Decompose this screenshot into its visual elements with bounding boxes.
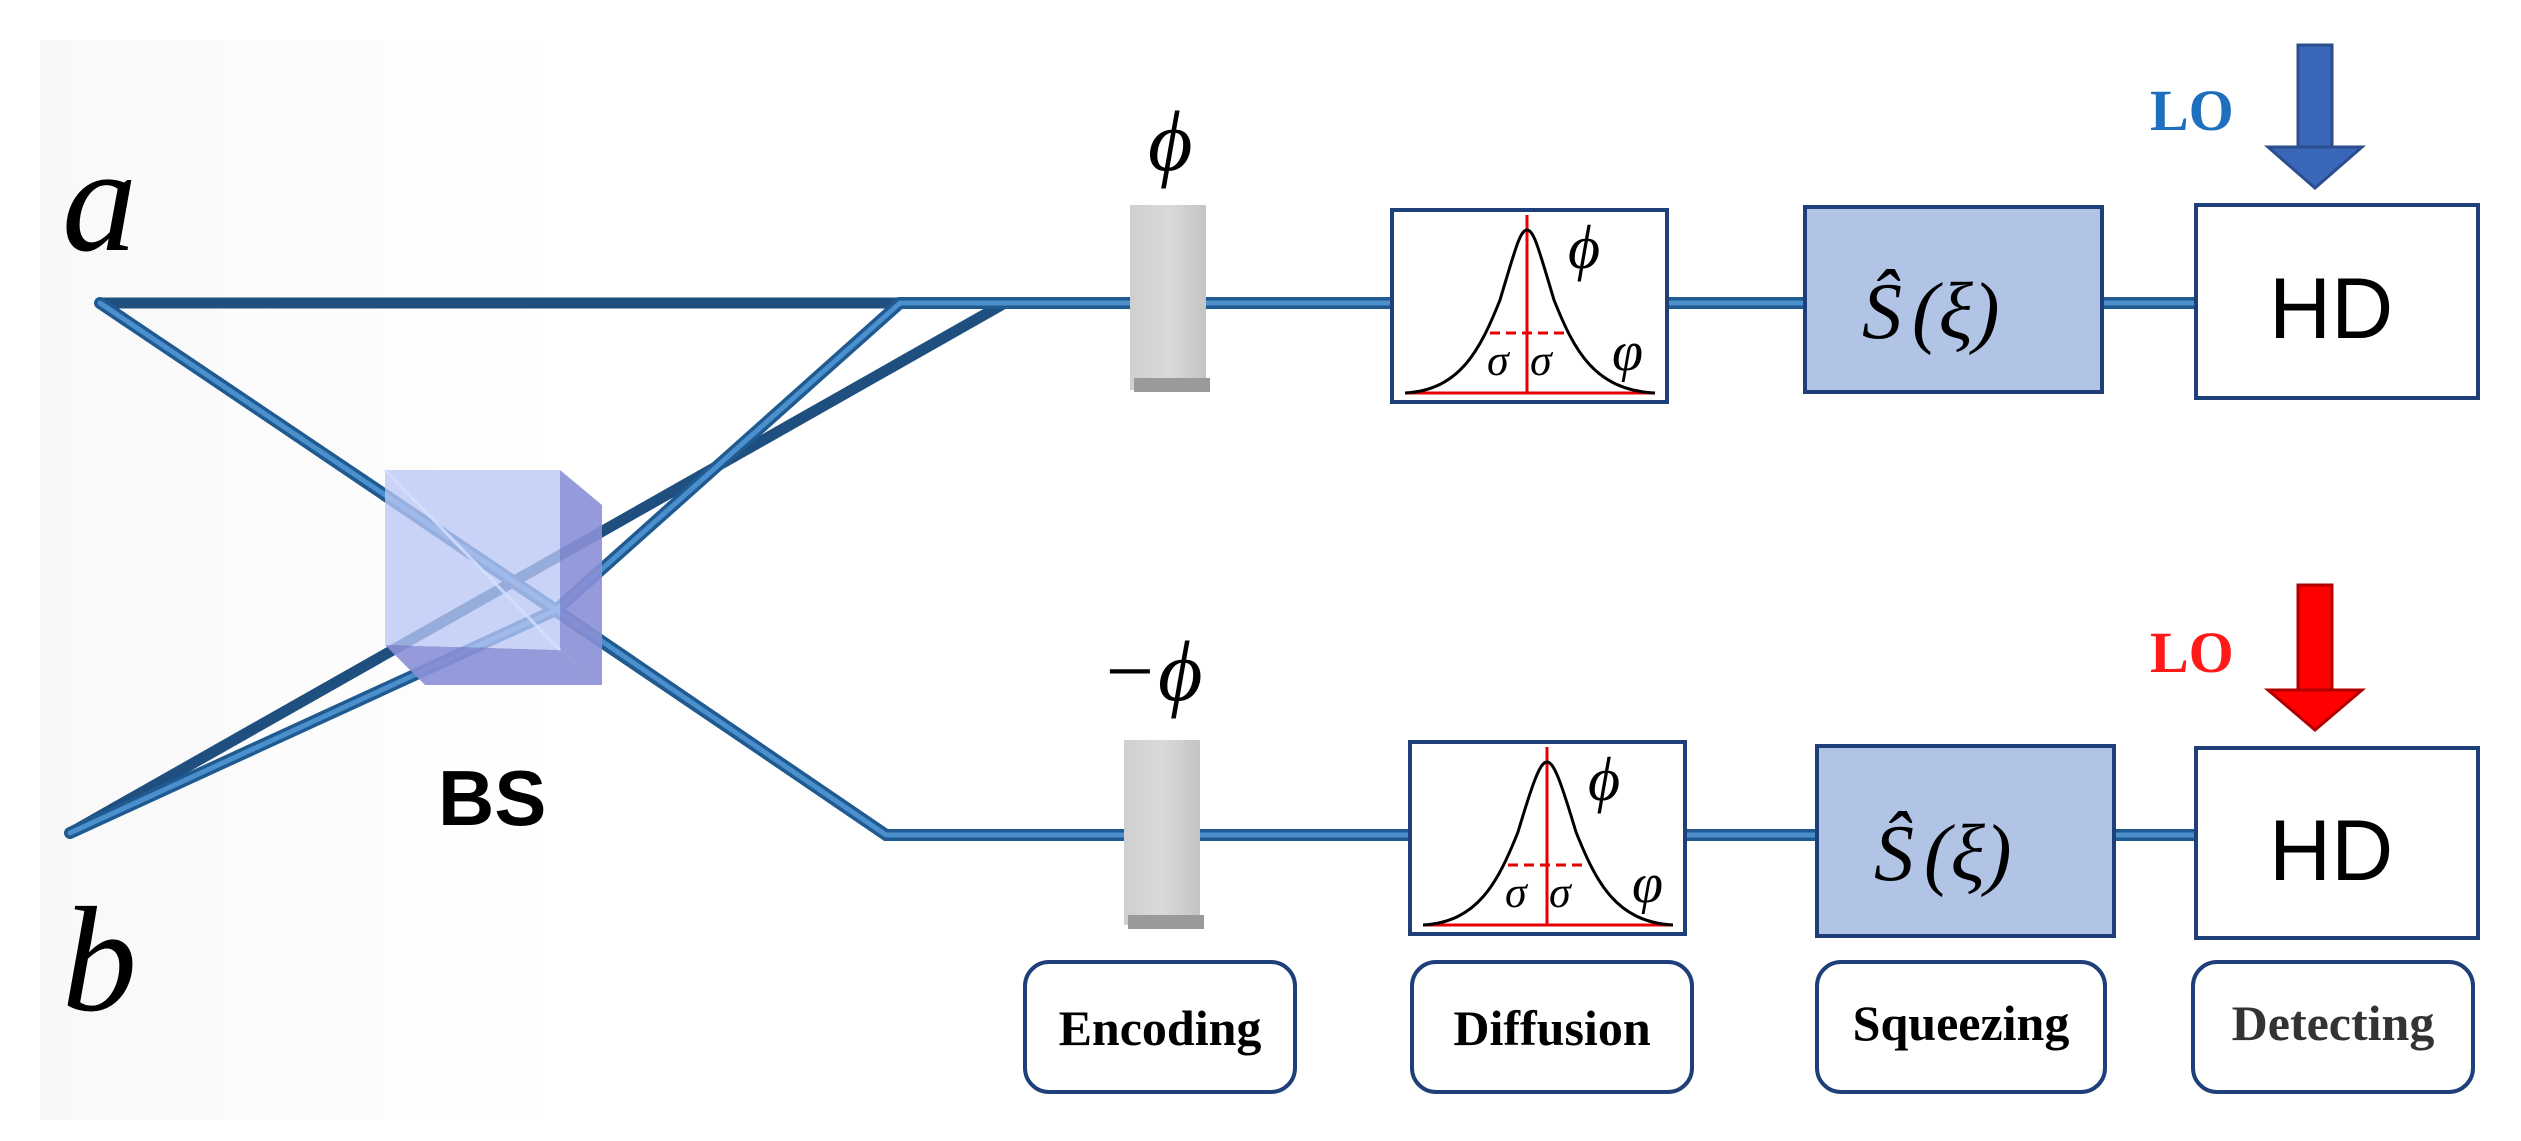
diffusion-lower-sigma-left: σ (1505, 868, 1529, 917)
squeezer-box-upper: Ŝ (ξ) (1803, 205, 2104, 394)
diffusion-lower-variable: φ (1632, 853, 1663, 915)
lo-arrow-upper (2263, 43, 2367, 190)
squeezer-upper-op: Ŝ (1862, 268, 1902, 356)
stage-pill-squeezing: Squeezing (1815, 960, 2107, 1094)
phase-upper-label: ϕ (1148, 93, 1193, 189)
phase-plate-lower (1124, 740, 1204, 929)
stage-label-squeezing: Squeezing (1853, 995, 2070, 1051)
stage-label-encoding: Encoding (1059, 1000, 1262, 1056)
beam-splitter-label: BS (438, 754, 546, 842)
lo-upper-label: LO (2150, 78, 2234, 143)
beam-splitter-cube (383, 468, 602, 685)
diffusion-upper-sigma-right: σ (1530, 336, 1554, 385)
port-b-label: b (62, 877, 137, 1043)
squeezer-lower-arg: (ξ) (1924, 810, 2012, 898)
phase-lower-label: −ϕ (1100, 623, 1203, 719)
diffusion-upper-sigma-left: σ (1487, 336, 1511, 385)
port-a-label: a (62, 117, 137, 283)
homodyne-detector-upper: HD (2194, 203, 2480, 400)
detector-lower-label: HD (2269, 803, 2393, 899)
stage-pill-encoding: Encoding (1023, 960, 1297, 1094)
diffusion-box-upper: ϕ φ σ σ (1390, 208, 1669, 404)
lo-lower-label: LO (2150, 620, 2234, 685)
stage-pill-diffusion: Diffusion (1410, 960, 1694, 1094)
squeezer-box-lower: Ŝ (ξ) (1815, 744, 2116, 938)
detector-upper-label: HD (2269, 261, 2393, 357)
diffusion-box-lower: ϕ φ σ σ (1408, 740, 1687, 936)
diffusion-lower-mean: ϕ (1588, 746, 1620, 814)
diffusion-upper-variable: φ (1612, 321, 1643, 383)
squeezer-upper-arg: (ξ) (1912, 268, 2000, 356)
stage-label-detecting: Detecting (2232, 995, 2435, 1051)
squeezer-lower-op: Ŝ (1874, 810, 1914, 898)
diffusion-lower-sigma-right: σ (1549, 868, 1573, 917)
lo-arrow-lower (2263, 583, 2367, 732)
stage-label-diffusion: Diffusion (1453, 1000, 1650, 1056)
diffusion-upper-mean: ϕ (1568, 214, 1600, 282)
stage-pill-detecting: Detecting (2191, 960, 2475, 1094)
phase-plate-upper (1130, 205, 1210, 392)
homodyne-detector-lower: HD (2194, 746, 2480, 940)
